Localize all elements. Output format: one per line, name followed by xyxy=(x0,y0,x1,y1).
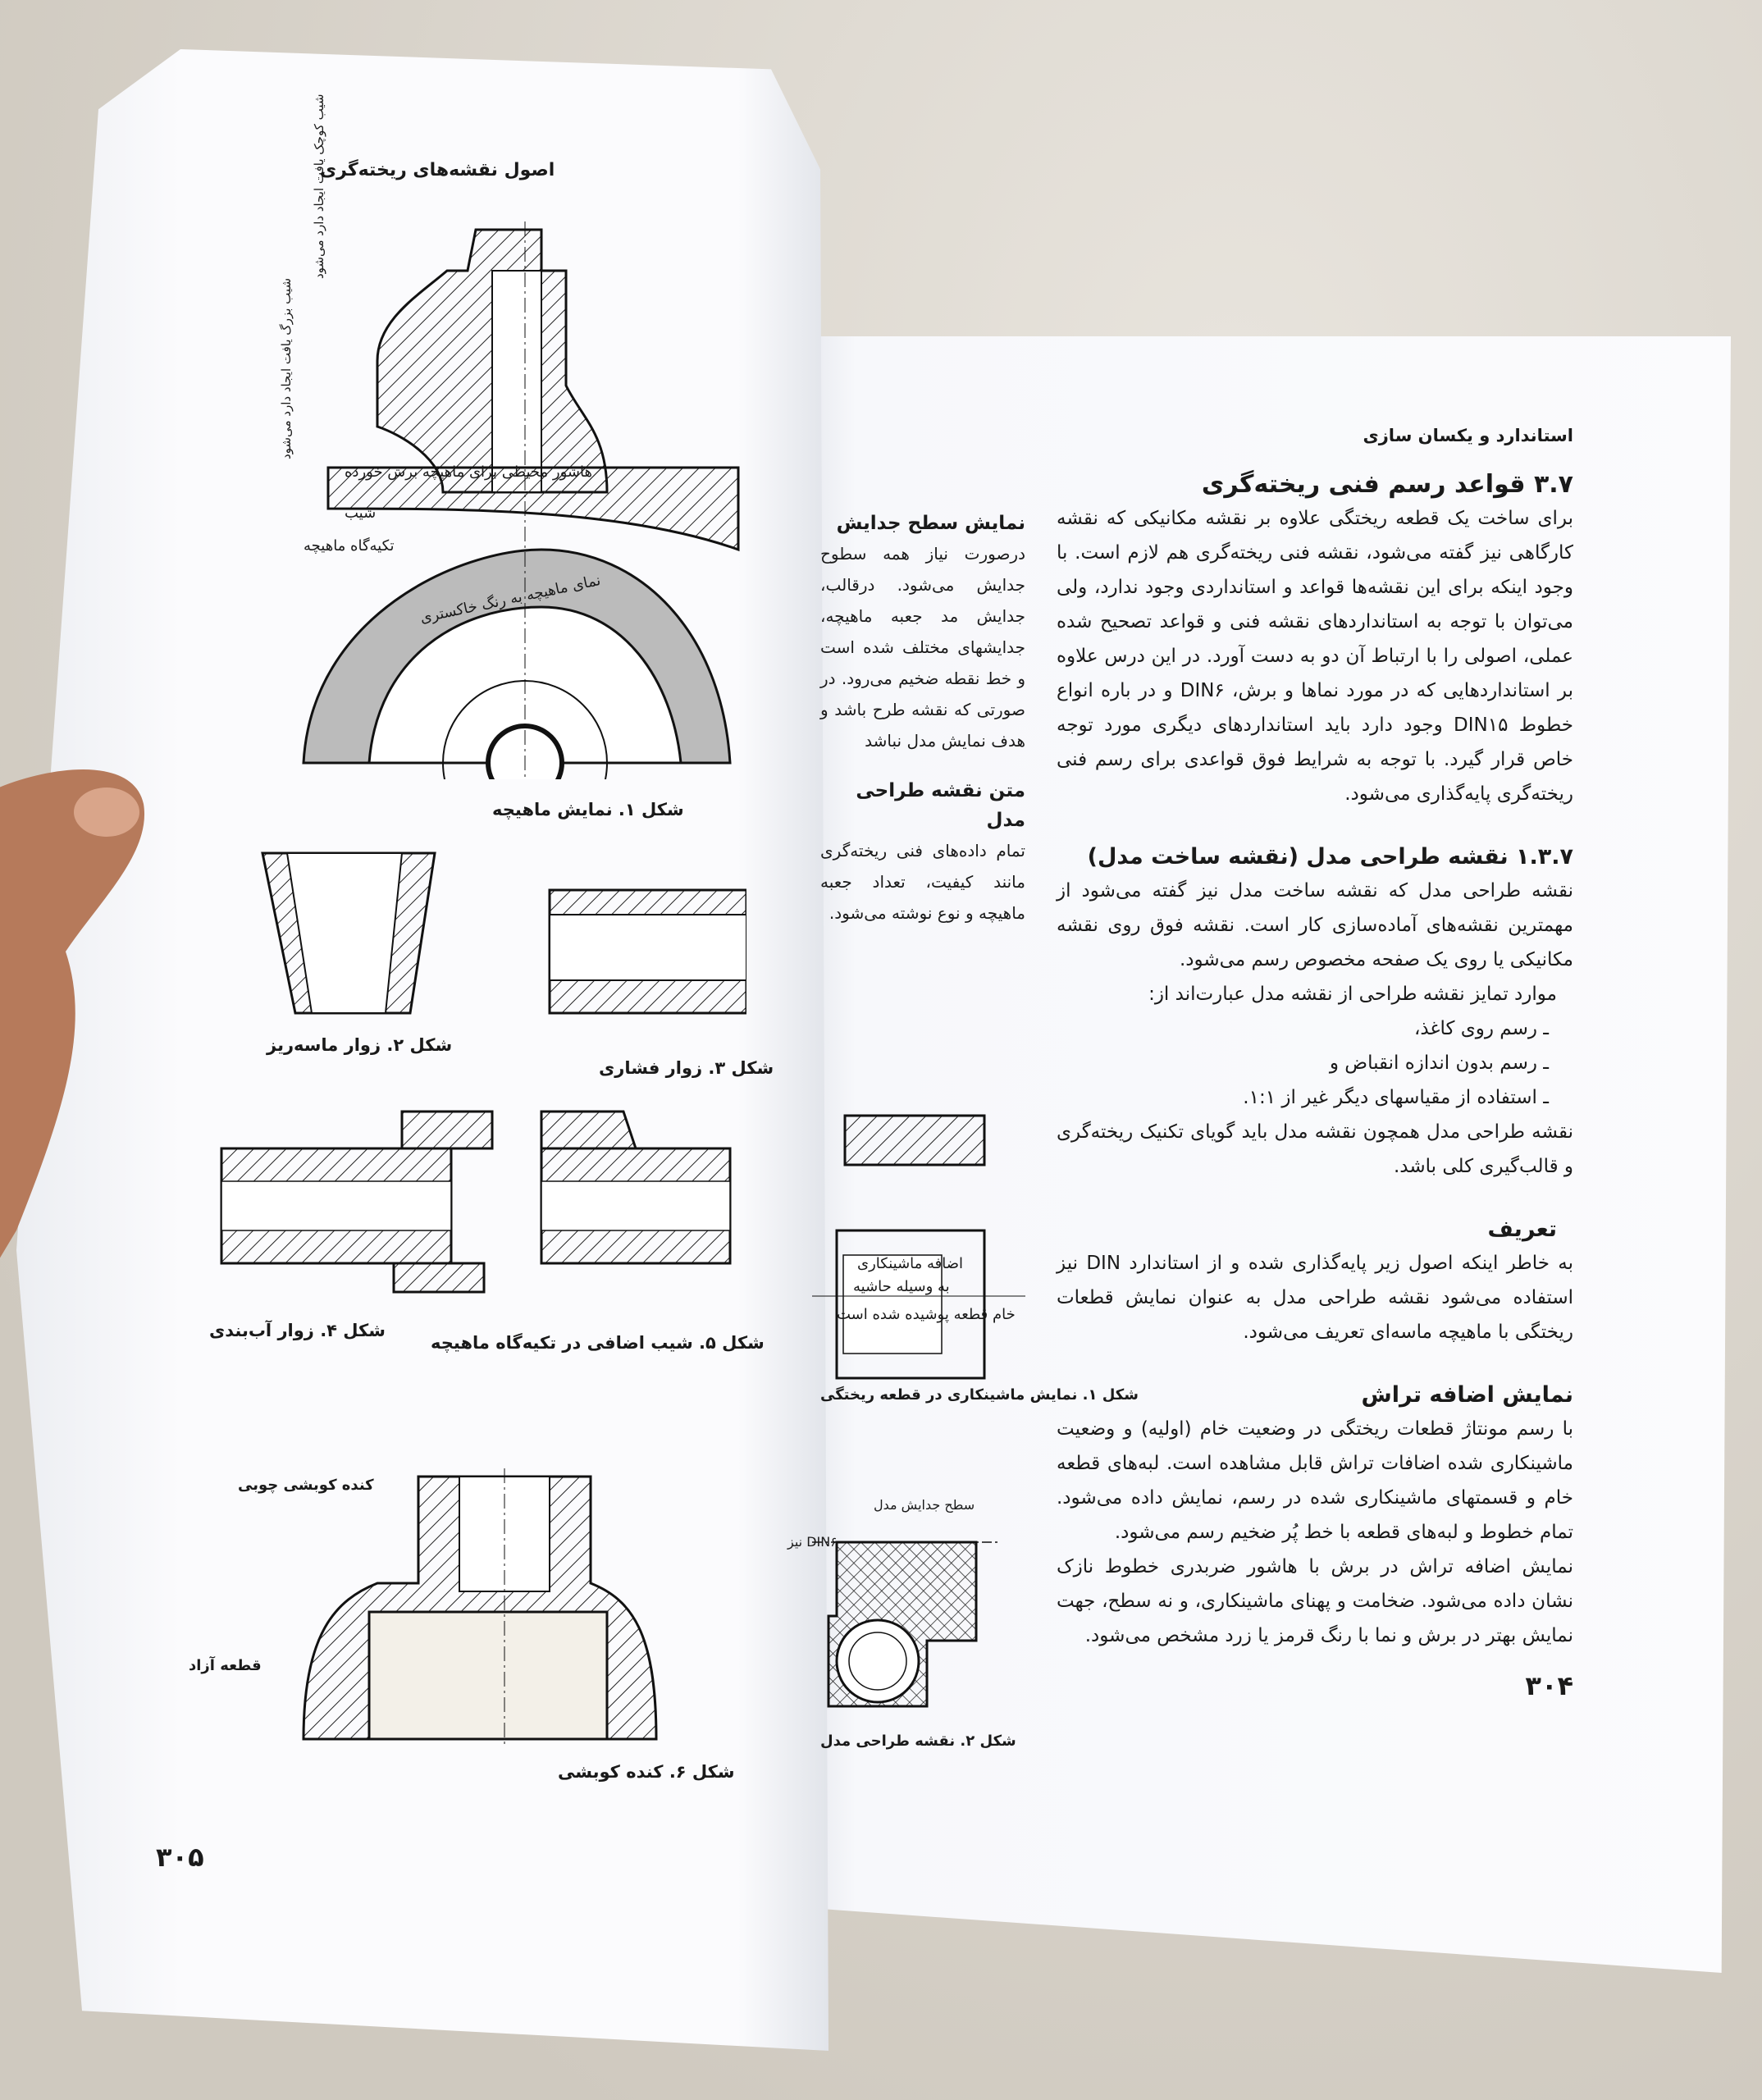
figure1-label: خام قطعه پوشیده شده است xyxy=(837,1306,1016,1323)
parting-paragraph: درصورت نیاز همه سطوح جدایش می‌شود. درقال… xyxy=(820,544,1025,751)
figure1-label: شیب xyxy=(345,504,377,522)
differences-item: ـ رسم بدون اندازه انقباض و xyxy=(1329,1052,1549,1074)
page-number: ۳۰۴ xyxy=(1525,1670,1573,1701)
figure-machining-drawing xyxy=(812,1114,1025,1380)
side-column: نمایش سطح جدایش درصورت نیاز همه سطوح جدا… xyxy=(820,509,1025,929)
machining-paragraph-1: با رسم مونتاژ قطعات ریختگی در وضعیت خام … xyxy=(1057,1418,1573,1543)
figure4-caption: شکل ۴. زوار آب‌بندی xyxy=(209,1321,386,1340)
figure2-caption: شکل ۲. نقشه طراحی مدل xyxy=(820,1732,1016,1750)
figure-core-display xyxy=(302,221,740,779)
figure6-label: کنده کوبشی چوبی xyxy=(238,1477,374,1494)
figure-ramming-block xyxy=(302,1468,658,1747)
definition-title: تعریف xyxy=(1487,1217,1557,1242)
figure-model-design-drawing xyxy=(812,1541,1001,1708)
subsection-paragraph: نقشه طراحی مدل که نقشه ساخت مدل نیز گفته… xyxy=(1057,880,1573,970)
model-text-paragraph: تمام داده‌های فنی ریخته‌گری مانند کیفیت،… xyxy=(820,841,1025,923)
figure1-caption: شکل ۱. نمایش ماشینکاری در قطعه ریختگی xyxy=(820,1386,1139,1404)
parting-title: نمایش سطح جدایش xyxy=(836,513,1025,534)
differences-intro: موارد تمایز نقشه طراحی از نقشه مدل عبارت… xyxy=(1148,984,1557,1005)
running-header: استاندارد و یکسان سازی xyxy=(1363,426,1573,445)
figure3-caption: شکل ۳. زوار فشاری xyxy=(599,1058,774,1078)
hand-holding-book xyxy=(0,769,145,1258)
figure6-caption: شکل ۶. کنده کوبشی xyxy=(558,1762,735,1782)
figures-4-5 xyxy=(220,1110,732,1294)
machining-title: نمایش اضافه تراش xyxy=(1361,1382,1573,1408)
machining-paragraph-2: نمایش اضافه تراش در برش با هاشور ضربدری … xyxy=(1057,1556,1573,1646)
figure2-caption: شکل ۲. زوار ماسه‌ریز xyxy=(267,1035,453,1055)
running-header: اصول نقشه‌های ریخته‌گری xyxy=(320,160,555,180)
figure2-label: سطح جدایش مدل xyxy=(874,1497,975,1513)
definition-paragraph: به خاطر اینکه اصول زیر پایه‌گذاری شده و … xyxy=(1057,1253,1574,1343)
figure1-label: تکیه‌گاه ماهیچه xyxy=(304,537,395,555)
differences-item: ـ رسم روی کاغذ، xyxy=(1413,1018,1549,1039)
subsection-title: ۱.۳.۷ نقشه طراحی مدل (نقشه ساخت مدل) xyxy=(1087,844,1573,870)
figure2-din-label: DIN۶ نیز xyxy=(787,1534,838,1550)
differences-outro: نقشه طراحی مدل همچون نقشه مدل باید گویای… xyxy=(1057,1121,1573,1177)
figure1-label: اضافه ماشینکاری xyxy=(857,1255,964,1272)
model-text-title: متن نقشه طراحی مدل xyxy=(856,780,1025,831)
differences-item: ـ استفاده از مقیاسهای دیگر غیر از ۱:۱. xyxy=(1243,1087,1549,1108)
figure1-label: هاشور محیطی برای ماهیچه برش خورده xyxy=(345,463,592,481)
figure1-label: شیب بزرگ یافت ایجاد دارد می‌شود xyxy=(279,277,294,459)
figure6-label: قطعه آزاد xyxy=(189,1657,262,1674)
section-title: ۳.۷ قواعد رسم فنی ریخته‌گری xyxy=(1201,470,1573,499)
page-number: ۳۰۵ xyxy=(156,1842,204,1873)
main-text-column: استاندارد و یکسان سازی ۳.۷ قواعد رسم فنی… xyxy=(1057,422,1573,1702)
figures-2-3 xyxy=(261,851,746,1015)
figure1-label: شیب کوچک یافت ایجاد دارد می‌شود xyxy=(312,94,326,279)
figure5-caption: شکل ۵. شیب اضافی در تکیه‌گاه ماهیچه xyxy=(431,1333,765,1353)
intro-paragraph: برای ساخت یک قطعه ریختگی علاوه بر نقشه م… xyxy=(1057,508,1573,805)
figure1-caption: شکل ۱. نمایش ماهیچه xyxy=(492,800,684,819)
figure1-label: به وسیله حاشیه xyxy=(853,1278,950,1295)
